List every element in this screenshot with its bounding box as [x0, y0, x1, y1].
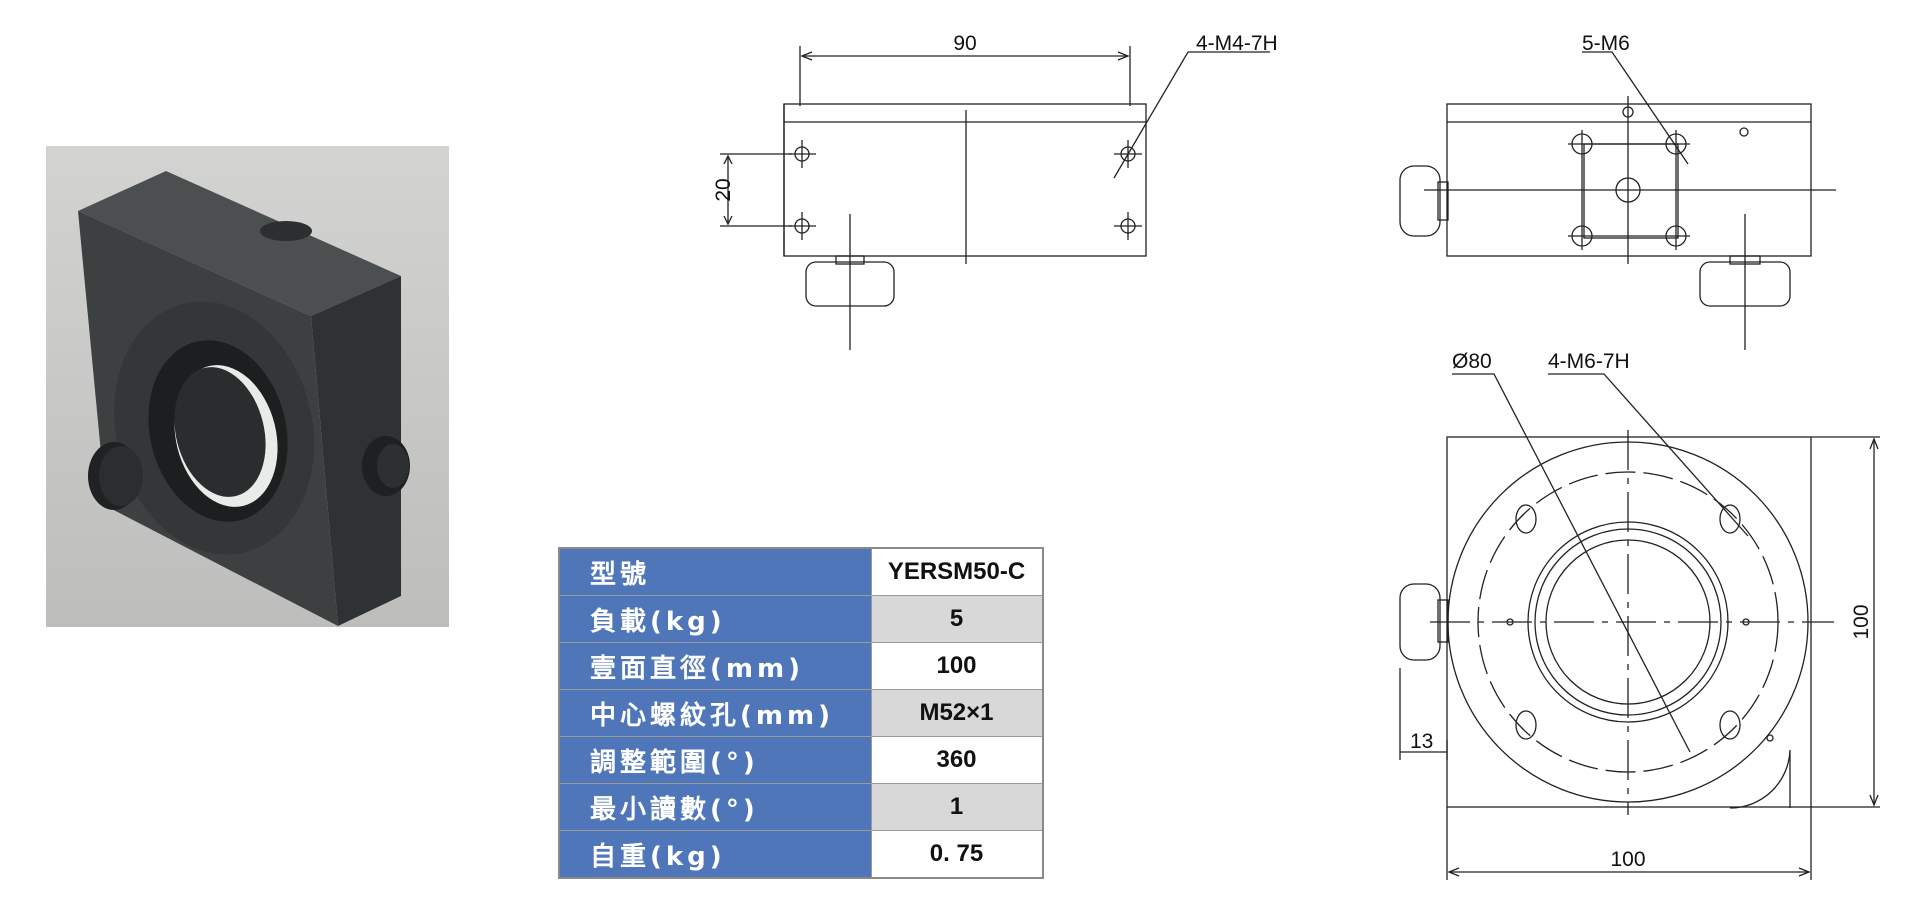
front-holes-label: 4-M4-7H [1196, 32, 1278, 55]
spec-label: 最小讀數(°) [558, 783, 872, 831]
spec-label: 自重(kg) [558, 830, 872, 879]
spec-row: 壹面直徑(mm)100 [558, 642, 1043, 690]
top-height-label: 100 [1850, 604, 1873, 639]
front-width-label: 90 [953, 32, 976, 55]
front-view [720, 46, 1270, 350]
top-holes-label: 4-M6-7H [1548, 350, 1630, 373]
top-width-label: 100 [1610, 848, 1645, 871]
spec-value: 1 [870, 783, 1043, 831]
knob-offset-label: 13 [1410, 730, 1433, 753]
top-diameter-label: Ø80 [1452, 350, 1492, 373]
spec-row: 自重(kg)0. 75 [558, 830, 1043, 879]
spec-value: 5 [870, 595, 1043, 643]
spec-label: 中心螺紋孔(mm) [558, 689, 872, 737]
spec-row: 最小讀數(°)1 [558, 783, 1043, 831]
product-photo [46, 146, 449, 627]
spec-row: 調整範圍(°)360 [558, 736, 1043, 784]
front-hole-spacing-label: 20 [712, 178, 735, 201]
spec-row: 中心螺紋孔(mm)M52×1 [558, 689, 1043, 737]
side-view [1399, 51, 1836, 350]
spec-row: 負載(kg)5 [558, 595, 1043, 643]
spec-value: 100 [870, 642, 1043, 690]
side-holes-label: 5-M6 [1582, 32, 1630, 55]
spec-value: 0. 75 [870, 830, 1043, 879]
spec-value: M52×1 [870, 689, 1043, 737]
spec-value: 360 [870, 736, 1043, 784]
spec-label: 負載(kg) [558, 595, 872, 643]
spec-label: 壹面直徑(mm) [558, 642, 872, 690]
top-view [1399, 373, 1880, 880]
rotation-stage-image [46, 146, 449, 627]
spec-label: 型號 [558, 547, 872, 596]
spec-label: 調整範圍(°) [558, 736, 872, 784]
spec-value: YERSM50-C [870, 547, 1043, 596]
